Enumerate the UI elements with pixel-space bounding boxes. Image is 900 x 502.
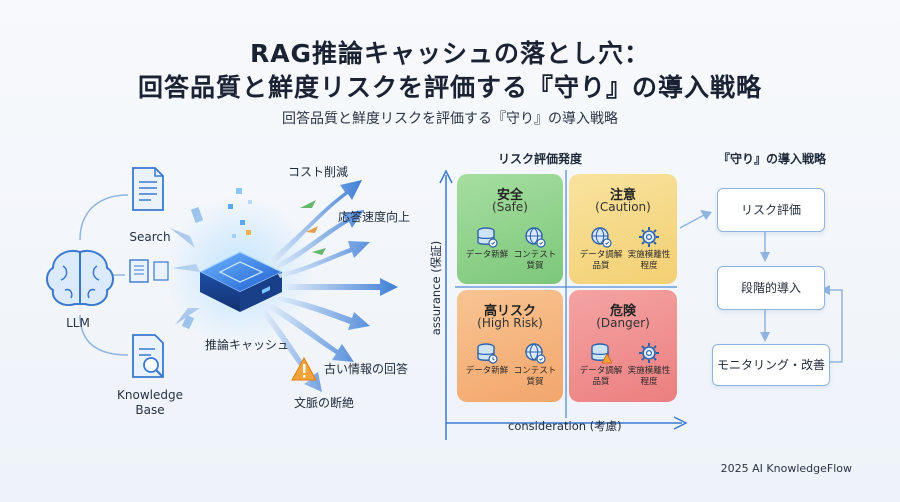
quadrant-high-sub: (High Risk) xyxy=(477,316,543,330)
page-subtitle: 回答品質と鮮度リスクを評価する『守り』の導入戦略 xyxy=(282,111,618,127)
quadrant-danger-title: 危険 xyxy=(609,304,636,319)
benefit-speed-label: 応答速度向上 xyxy=(338,210,411,224)
quadrant-high-item2: コンテスト 質賀 xyxy=(505,342,565,388)
data-particles xyxy=(228,188,252,238)
quadrant-safe-item1: データ新鮮 xyxy=(457,226,517,261)
risk-context-label: 文脈の断絶 xyxy=(294,396,355,410)
quadrant-danger: 危険 (Danger) データ調解 品質 実施模離性 程度 xyxy=(569,290,677,402)
warning-icon xyxy=(291,356,317,381)
cache-label: 推論キャッシュ xyxy=(205,338,290,352)
quadrant-danger-item2-text-a: 実施模離性 xyxy=(627,366,671,376)
benefit-cost-label: コスト削減 xyxy=(288,165,349,179)
database-warning-icon xyxy=(591,343,612,364)
quadrant-caution-item2-text-a: 実施模離性 xyxy=(627,250,671,260)
gear-icon xyxy=(639,343,659,363)
knowledge-base-icon xyxy=(132,334,164,378)
small-document-icon xyxy=(129,259,169,283)
strategy-step-phased-rollout: 段階的導入 xyxy=(717,266,825,310)
quadrant-danger-item1-text-b: 品質 xyxy=(592,377,610,387)
quadrant-danger-item2: 実施模離性 程度 xyxy=(619,342,679,388)
quadrant-high-item2-text-a: コンテスト xyxy=(513,366,557,376)
cache-flow-diagram xyxy=(46,167,398,392)
quadrant-danger-item1-text-a: データ調解 xyxy=(579,366,623,376)
globe-check-icon xyxy=(525,343,546,364)
quadrant-safe-title: 安全 xyxy=(496,188,523,203)
small-green-arrows xyxy=(300,200,326,255)
gear-icon xyxy=(639,227,659,247)
footer-credit: 2025 AI KnowledgeFlow xyxy=(720,462,852,475)
quadrant-safe-item1-text: データ新鮮 xyxy=(465,250,509,260)
strategy-title: 『守り』の導入戦略 xyxy=(718,152,827,166)
matrix-axes xyxy=(439,169,688,440)
quadrant-safe: 安全 (Safe) データ新鮮 コンテスト 質賀 xyxy=(457,174,563,284)
database-icon xyxy=(477,227,498,248)
quadrant-safe-item2: コンテスト 質賀 xyxy=(505,226,565,272)
quadrant-caution: 注意 (Caution) データ調解 品質 実施模離性 程度 xyxy=(569,174,677,284)
quadrant-caution-item1: データ調解 品質 xyxy=(571,226,631,272)
search-label: Search xyxy=(129,230,171,244)
quadrant-safe-item2-text-b: 質賀 xyxy=(526,261,544,271)
strategy-step-monitoring: モニタリング・改善 xyxy=(712,344,830,386)
quadrant-danger-sub: (Danger) xyxy=(596,316,650,330)
quadrant-danger-item1: データ調解 品質 xyxy=(571,342,631,388)
document-icon xyxy=(132,167,164,211)
llm-label: LLM xyxy=(66,316,90,330)
strategy-step-risk-assessment: リスク評価 xyxy=(717,188,825,232)
quadrant-danger-item2-text-b: 程度 xyxy=(640,377,658,387)
globe-check-icon xyxy=(525,227,546,248)
globe-check-icon xyxy=(591,227,612,248)
quadrant-safe-item2-text-a: コンテスト xyxy=(513,250,557,260)
quadrant-safe-sub: (Safe) xyxy=(492,200,528,214)
quadrant-caution-item1-text-b: 品質 xyxy=(592,261,610,271)
database-icon xyxy=(477,343,498,364)
quadrant-caution-sub: (Caution) xyxy=(595,200,651,214)
knowledge-base-label: Knowledge Base xyxy=(117,388,183,417)
page-title-line2: 回答品質と鮮度リスクを評価する『守り』の導入戦略 xyxy=(137,73,762,102)
cache-cube-icon xyxy=(198,251,284,312)
matrix-vertical-divider xyxy=(565,170,567,418)
risk-old-info-label: 古い情報の回答 xyxy=(324,362,409,376)
quadrant-high-item1-text: データ新鮮 xyxy=(465,366,509,376)
quadrant-high-item2-text-b: 質賀 xyxy=(526,377,544,387)
quadrant-caution-item2: 実施模離性 程度 xyxy=(619,226,679,272)
quadrant-high-item1: データ新鮮 xyxy=(457,342,517,377)
quadrant-high-risk: 高リスク (High Risk) データ新鮮 コンテスト 質賀 xyxy=(457,290,563,402)
quadrant-caution-item1-text-a: データ調解 xyxy=(579,250,623,260)
y-axis-label: assurance (保証) xyxy=(429,240,443,336)
quadrant-caution-item2-text-b: 程度 xyxy=(640,261,658,271)
matrix-title: リスク評価発度 xyxy=(498,152,583,166)
quadrant-caution-title: 注意 xyxy=(609,188,636,203)
brain-icon xyxy=(46,250,114,306)
strategy-connectors xyxy=(679,210,843,363)
matrix-horizontal-divider xyxy=(455,286,677,288)
page-title-line1: RAG推論キャッシュの落とし穴： xyxy=(249,39,651,68)
x-axis-label: consideration (考慮) xyxy=(508,419,622,433)
quadrant-high-title: 高リスク xyxy=(483,304,536,319)
